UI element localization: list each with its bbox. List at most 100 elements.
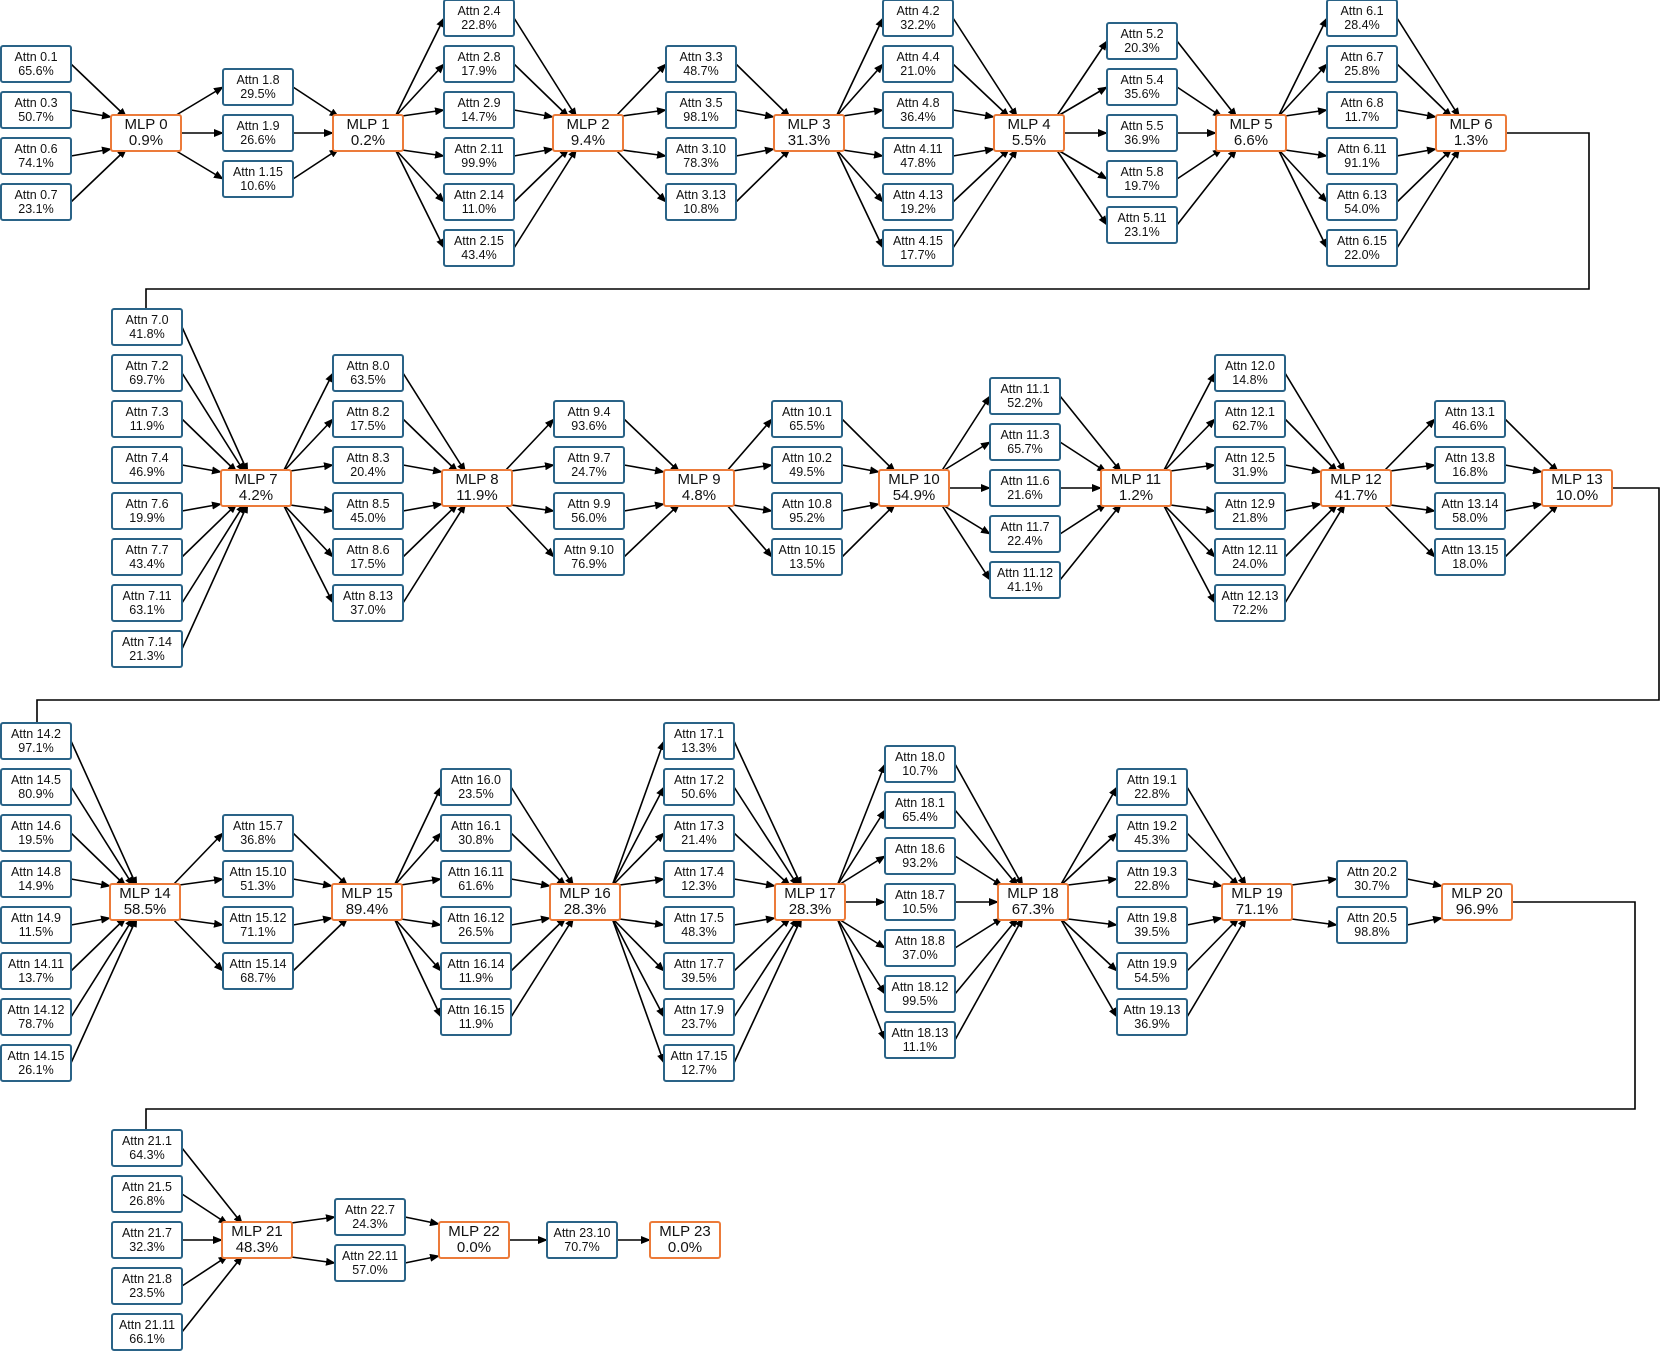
attn-0-7-node-value: 23.1% (18, 202, 53, 216)
mlp-5-out-edge-5 (1277, 148, 1328, 249)
attn-3-10-node-value: 78.3% (683, 156, 718, 170)
mlp-18-in-edge-4 (954, 917, 1004, 949)
attn-5-8-node-label: Attn 5.8 (1120, 165, 1163, 179)
mlp-18-out-edge-4 (1059, 917, 1118, 972)
attn-9-10-node-label: Attn 9.10 (564, 543, 614, 557)
mlp-4-in-edge-2 (952, 109, 995, 120)
attn-14-9-node: Attn 14.911.5% (0, 906, 72, 944)
attn-7-0-node-box (111, 308, 183, 346)
attn-4-13-node-value: 19.2% (900, 202, 935, 216)
attn-6-7-node: Attn 6.725.8% (1326, 45, 1398, 83)
attn-12-9-node-value: 21.8% (1232, 511, 1267, 525)
attn-17-15-node-value: 12.7% (681, 1063, 716, 1077)
attn-6-1-node-label: Attn 6.1 (1340, 4, 1383, 18)
attn-20-5-node-label: Attn 20.5 (1347, 911, 1397, 925)
attn-19-9-node-value: 54.5% (1134, 971, 1169, 985)
mlp-17-out-edge-2 (836, 855, 886, 887)
attn-0-7-node-label: Attn 0.7 (14, 188, 57, 202)
attn-21-7-node-value: 32.3% (129, 1240, 164, 1254)
attn-8-3-node-value: 20.4% (350, 465, 385, 479)
mlp-12-out-edge-3 (1382, 503, 1436, 558)
attn-12-13-node-value: 72.2% (1232, 603, 1267, 617)
mlp-15-out-edge-1 (393, 832, 442, 887)
mlp-3-node-box (773, 114, 845, 152)
mlp-10-out-edge-0 (940, 395, 991, 473)
attn-0-3-node-value: 50.7% (18, 110, 53, 124)
attn-15-10-node-label: Attn 15.10 (230, 865, 287, 879)
mlp-16-in-edge-5 (510, 917, 575, 1018)
attn-7-4-node-box (111, 446, 183, 484)
attn-7-6-node: Attn 7.619.9% (111, 492, 183, 530)
attn-9-4-node-box (553, 400, 625, 438)
attn-11-12-node-label: Attn 11.12 (997, 566, 1053, 580)
attn-10-1-node-box (771, 400, 843, 438)
mlp-18-out-edge-0 (1059, 786, 1118, 887)
attn-13-14-node-label: Attn 13.14 (1442, 497, 1499, 511)
attn-5-5-node: Attn 5.536.9% (1106, 114, 1178, 152)
attn-8-13-node-label: Attn 8.13 (343, 589, 393, 603)
attn-10-1-node-value: 65.5% (789, 419, 824, 433)
mlp-15-node-label: MLP 15 (341, 885, 392, 902)
attn-2-14-node-value: 11.0% (462, 202, 497, 216)
attn-11-12-node-box (989, 561, 1061, 599)
attn-16-14-node-value: 11.9% (459, 971, 494, 985)
attn-0-6-node: Attn 0.674.1% (0, 137, 72, 175)
attn-18-1-node-value: 65.4% (902, 810, 937, 824)
attn-15-7-node: Attn 15.736.8% (222, 814, 294, 852)
attn-13-1-node-box (1434, 400, 1506, 438)
mlp-9-in-edge-1 (623, 464, 665, 475)
attn-6-1-node-box (1326, 0, 1398, 37)
mlp-5-in-edge-4 (1176, 148, 1238, 226)
mlp-7-node-box (220, 469, 292, 507)
mlp-18-in-edge-2 (954, 855, 1004, 887)
attn-6-8-node-label: Attn 6.8 (1340, 96, 1383, 110)
mlp-16-in-edge-0 (510, 786, 575, 887)
attn-11-7-node-value: 22.4% (1007, 534, 1042, 548)
mlp-10-in-edge-3 (841, 503, 896, 558)
attn-6-11-node-label: Attn 6.11 (1337, 142, 1386, 156)
mlp-2-out-edge-0 (614, 63, 667, 118)
attn-11-1-node-value: 52.2% (1007, 396, 1042, 410)
attn-18-8-node-box (884, 929, 956, 967)
attn-7-2-node: Attn 7.269.7% (111, 354, 183, 392)
mlp-21-in-edge-4 (181, 1255, 243, 1333)
attn-18-6-node: Attn 18.693.2% (884, 837, 956, 875)
attn-21-8-node: Attn 21.823.5% (111, 1267, 183, 1305)
attn-3-10-node-label: Attn 3.10 (676, 142, 726, 156)
attn-17-9-node-box (663, 998, 735, 1036)
mlp-6-node-box (1435, 114, 1507, 152)
mlp-17-out-edge-6 (836, 917, 886, 1041)
attn-8-2-node-value: 17.5% (350, 419, 385, 433)
attn-19-9-node-label: Attn 19.9 (1127, 957, 1177, 971)
mlp-16-node-box (549, 883, 621, 921)
mlp-3-in-edge-0 (735, 63, 791, 118)
attn-4-4-node: Attn 4.421.0% (882, 45, 954, 83)
mlp-2-in-edge-5 (513, 148, 578, 249)
attn-4-15-node-box (882, 229, 954, 267)
attn-21-1-node-value: 64.3% (129, 1148, 164, 1162)
attn-17-5-node-label: Attn 17.5 (674, 911, 724, 925)
mlp-15-node-box (331, 883, 403, 921)
attn-8-2-node: Attn 8.217.5% (332, 400, 404, 438)
mlp-4-in-edge-4 (952, 148, 1010, 203)
mlp-10-node-label: MLP 10 (888, 471, 939, 488)
attn-12-0-node: Attn 12.014.8% (1214, 354, 1286, 392)
attn-7-0-node-label: Attn 7.0 (125, 313, 168, 327)
attn-17-5-node: Attn 17.548.3% (663, 906, 735, 944)
mlp-17-node-value: 28.3% (789, 901, 832, 918)
mlp-2-out-edge-3 (614, 148, 667, 203)
attn-11-1-node-box (989, 377, 1061, 415)
mlp-16-out-edge-6 (611, 917, 665, 1018)
attn-2-9-node-box (443, 91, 515, 129)
attn-13-8-node: Attn 13.816.8% (1434, 446, 1506, 484)
mlp-4-in-edge-0 (952, 17, 1018, 118)
attn-20-2-node-box (1336, 860, 1408, 898)
mlp-10-out-edge-1 (940, 441, 991, 473)
mlp-18-node-value: 67.3% (1012, 901, 1055, 918)
attn-15-14-node-box (222, 952, 294, 990)
attn-1-9-node-box (222, 114, 294, 152)
attn-14-15-node-box (0, 1044, 72, 1082)
attn-17-3-node: Attn 17.321.4% (663, 814, 735, 852)
